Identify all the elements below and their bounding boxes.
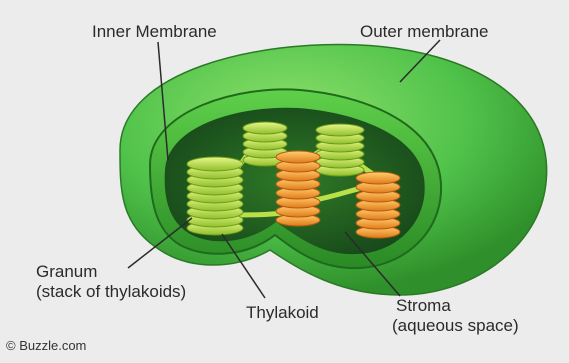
label-granum: Granum (36, 262, 97, 282)
credit-text: © Buzzle.com (6, 338, 86, 353)
label-inner-membrane: Inner Membrane (92, 22, 217, 42)
granum-left (187, 157, 243, 235)
label-thylakoid: Thylakoid (246, 303, 319, 323)
label-outer-membrane: Outer membrane (360, 22, 489, 42)
granum-right-back (316, 124, 364, 176)
granum-center-cutaway (276, 151, 320, 226)
granum-right-front (356, 172, 400, 238)
label-stroma-subtitle: (aqueous space) (392, 316, 519, 336)
label-granum-subtitle: (stack of thylakoids) (36, 282, 186, 302)
label-stroma: Stroma (396, 296, 451, 316)
